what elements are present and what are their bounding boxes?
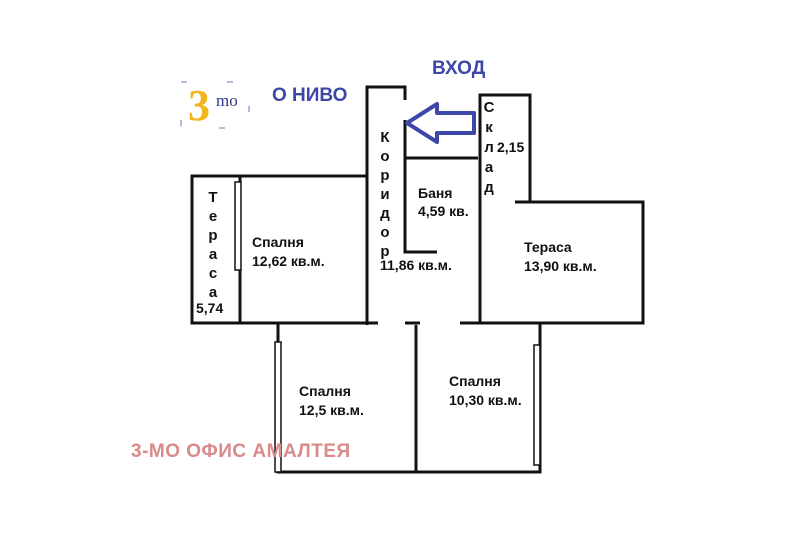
storage-area: 2,15 bbox=[497, 139, 525, 155]
storage-name: Склад bbox=[483, 99, 495, 196]
storage-wall bbox=[478, 93, 532, 202]
corridor-wall bbox=[365, 85, 407, 325]
entrance-arrow-icon bbox=[405, 102, 476, 144]
terrace-right-area: 13,90 кв.м. bbox=[524, 258, 597, 274]
bedroom-3-name: Спалня bbox=[449, 373, 501, 389]
corridor-area: 11,86 кв.м. bbox=[380, 257, 452, 273]
terrace-right-name: Тераса bbox=[524, 239, 572, 255]
terrace-left-name: Тераса bbox=[208, 189, 218, 301]
bathroom-name: Баня bbox=[418, 185, 453, 201]
corridor-name: Коридор bbox=[380, 129, 390, 260]
bedroom-2-name: Спалня bbox=[299, 383, 351, 399]
svg-text:3: 3 bbox=[188, 81, 210, 130]
bedroom-1-area: 12,62 кв.м. bbox=[252, 253, 325, 269]
window bbox=[234, 181, 242, 271]
window bbox=[533, 344, 541, 466]
bedroom-3-area: 10,30 кв.м. bbox=[449, 392, 522, 408]
bedroom-2-area: 12,5 кв.м. bbox=[299, 402, 364, 418]
svg-text:mo: mo bbox=[216, 91, 238, 110]
entrance-label: ВХОД bbox=[432, 58, 486, 79]
office-watermark: 3-МО ОФИС АМАЛТЕЯ bbox=[131, 441, 351, 462]
level-label: О НИВО bbox=[272, 85, 348, 106]
terrace-left-area: 5,74 bbox=[196, 300, 224, 316]
bathroom-area: 4,59 кв. bbox=[418, 203, 469, 219]
terrace-right-wall bbox=[478, 200, 645, 325]
logo: 3 mo bbox=[180, 81, 250, 130]
bathroom-wall bbox=[403, 120, 437, 254]
bedroom-1-name: Спалня bbox=[252, 234, 304, 250]
window bbox=[274, 341, 282, 473]
